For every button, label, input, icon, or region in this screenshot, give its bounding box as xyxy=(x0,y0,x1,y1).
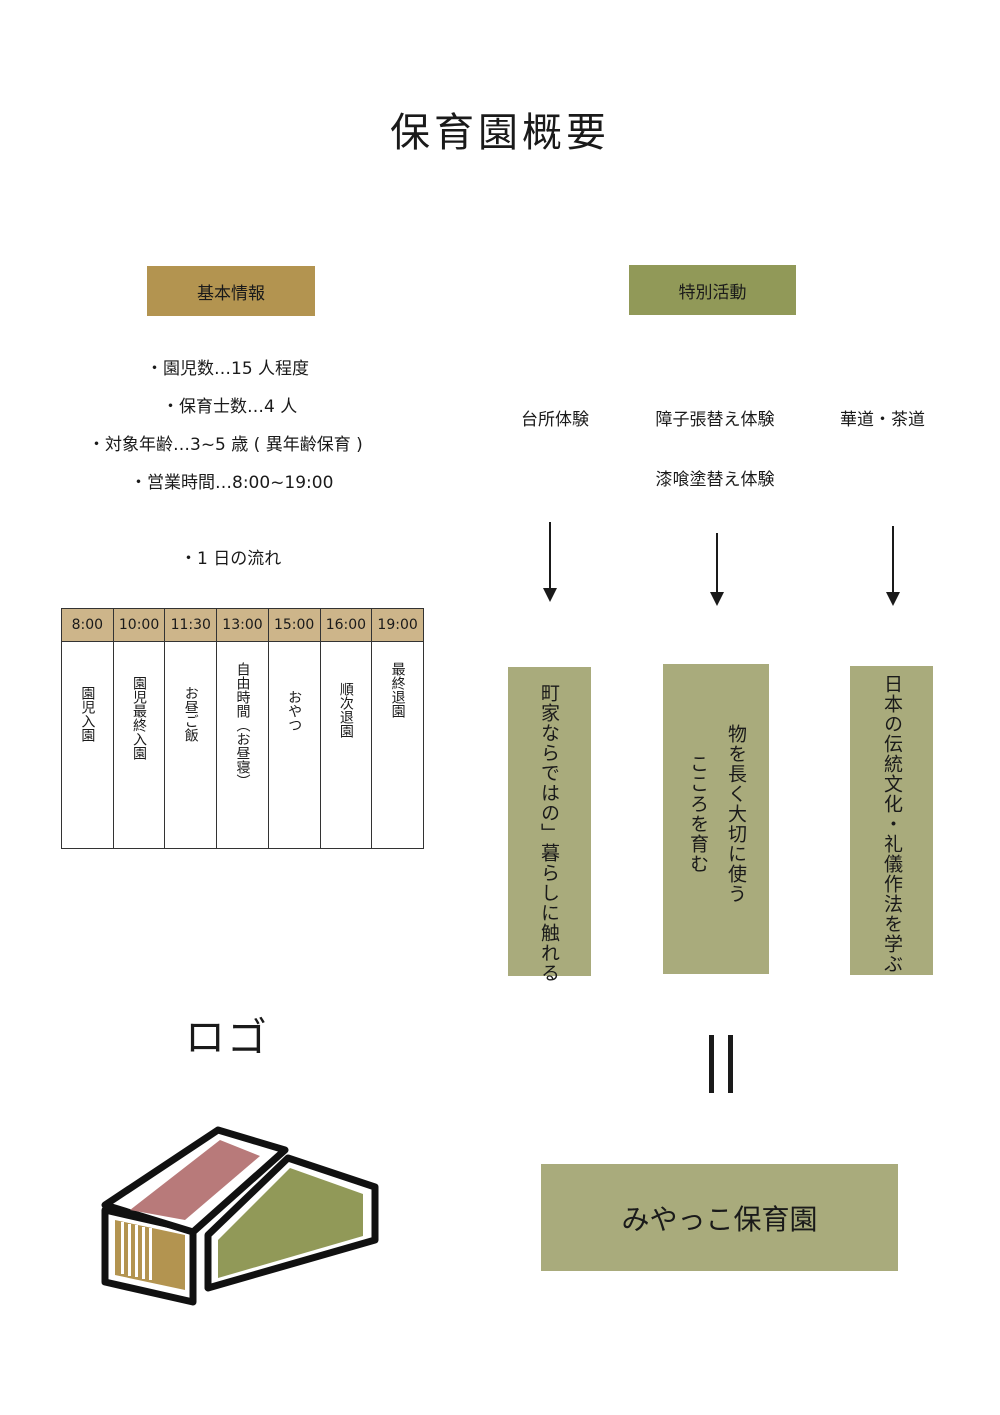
logo-label: ロゴ xyxy=(185,1015,269,1061)
schedule-time: 13:00 xyxy=(216,608,269,642)
outcome-text: こころを育む xyxy=(687,754,709,874)
info-business-hours: ・営業時間…8:00~19:00 xyxy=(130,473,334,493)
outcome-text: 物を長く大切に使う xyxy=(725,724,747,904)
special-activities-header: 特別活動 xyxy=(629,265,796,315)
activity-shikkui: 漆喰塗替え体験 xyxy=(655,470,775,490)
schedule-cell: おやつ xyxy=(267,641,321,849)
schedule-activity: お昼ご飯 xyxy=(182,686,199,742)
schedule-time: 19:00 xyxy=(371,608,424,642)
schedule-cell: 園児入園 xyxy=(61,641,114,849)
schedule-time: 15:00 xyxy=(267,608,321,642)
house-logo-icon xyxy=(101,1126,379,1306)
schedule-activity: 園児入園 xyxy=(79,686,96,742)
info-children-count: ・園児数…15 人程度 xyxy=(146,359,310,379)
arrow-down-icon xyxy=(543,522,557,602)
schedule-time: 16:00 xyxy=(319,608,373,642)
outcome-text: 町家ならではの」暮らしに触れる xyxy=(538,683,560,983)
schedule-cell: 順次退園 xyxy=(319,641,373,849)
daily-flow-label: ・1 日の流れ xyxy=(180,549,282,569)
page-title: 保育園概要 xyxy=(390,110,610,156)
schedule-time: 11:30 xyxy=(164,608,218,642)
schedule-time: 10:00 xyxy=(112,608,166,642)
schedule-time: 8:00 xyxy=(61,608,114,642)
activity-shoji: 障子張替え体験 xyxy=(655,410,775,430)
schedule-activity: 最終退園 xyxy=(389,662,406,718)
daily-schedule-table: 8:00 10:00 11:30 13:00 15:00 16:00 19:00… xyxy=(61,608,424,849)
outcome-box-middle: 物を長く大切に使う こころを育む xyxy=(663,664,769,974)
arrow-down-icon xyxy=(886,526,900,606)
schedule-cell: 園児最終入園 xyxy=(112,641,166,849)
outcome-text: 日本の伝統文化・礼儀作法を学ぶ xyxy=(881,674,903,974)
schedule-time-row: 8:00 10:00 11:30 13:00 15:00 16:00 19:00 xyxy=(61,608,424,642)
equals-icon xyxy=(706,1035,736,1093)
schedule-cell: お昼ご飯 xyxy=(164,641,218,849)
schedule-cell: 自由時間（お昼寝） xyxy=(216,641,269,849)
schedule-activity: おやつ xyxy=(286,690,303,732)
schedule-activity: 自由時間（お昼寝） xyxy=(234,662,251,788)
schedule-cell: 最終退園 xyxy=(371,641,424,849)
activity-kado-sado: 華道・茶道 xyxy=(840,410,925,430)
basic-info-header: 基本情報 xyxy=(147,266,315,316)
schedule-activity: 園児最終入園 xyxy=(131,676,148,760)
schedule-activity: 順次退園 xyxy=(337,682,354,738)
outcome-box-right: 日本の伝統文化・礼儀作法を学ぶ xyxy=(850,666,933,975)
info-target-age: ・対象年齢…3~5 歳 ( 異年齢保育 ) xyxy=(88,435,363,455)
school-name-box: みやっこ保育園 xyxy=(541,1164,898,1271)
info-staff-count: ・保育士数…4 人 xyxy=(162,397,298,417)
arrow-down-icon xyxy=(710,533,724,606)
activity-kitchen: 台所体験 xyxy=(521,410,589,430)
outcome-box-left: 町家ならではの」暮らしに触れる xyxy=(508,667,591,983)
schedule-activity-row: 園児入園 園児最終入園 お昼ご飯 自由時間（お昼寝） おやつ 順次退園 最終退園 xyxy=(61,641,424,849)
